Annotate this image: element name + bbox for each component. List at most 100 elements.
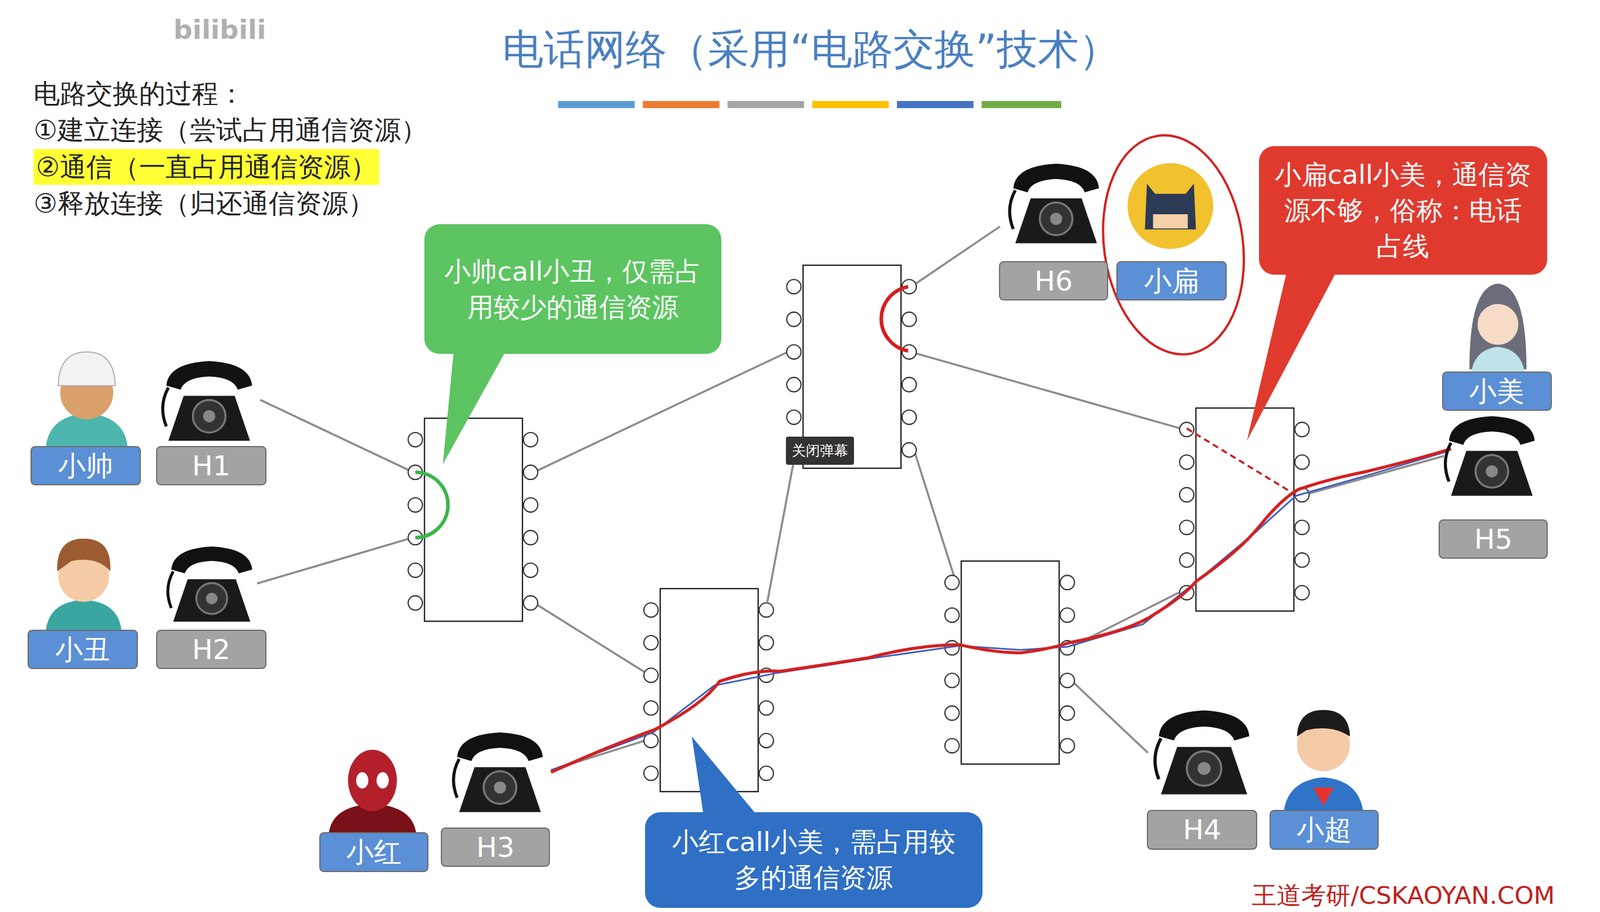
name-text: H1 (191, 447, 231, 485)
switch-port (1179, 520, 1194, 535)
switch-port (407, 563, 423, 578)
avatar-xiaochou (45, 538, 122, 631)
name-text: H3 (476, 828, 515, 866)
name-text: 小红 (346, 833, 402, 871)
phone-icon (167, 546, 253, 622)
wire (535, 603, 646, 673)
switch-port (786, 279, 801, 294)
name-text: 小扁 (1143, 262, 1200, 300)
switch-port (944, 673, 960, 688)
switch-port (1060, 738, 1075, 753)
switch-port (643, 700, 658, 715)
name-box: H1 (156, 446, 267, 486)
switch-port (1179, 454, 1194, 469)
callout-bubble: 小红call小美，需占用较多的通信资源 (645, 812, 983, 908)
phone-icon (162, 360, 252, 441)
name-box: H6 (998, 261, 1109, 301)
process-step: ②通信（一直占用通信资源） (33, 149, 380, 185)
avatar-body (45, 599, 122, 631)
blocked-circuit (1186, 428, 1295, 494)
avatar-body (1283, 777, 1364, 813)
page-title: 电话网络（采用“电路交换”技术） (502, 22, 1120, 78)
name-text: H2 (191, 630, 231, 668)
color-bar (727, 100, 805, 108)
avatar-eye (356, 772, 369, 789)
avatar-mask (1145, 183, 1197, 230)
red-circuit (880, 286, 908, 351)
red-highlight-path (551, 449, 1451, 773)
color-bar (642, 100, 720, 108)
color-bar (558, 100, 635, 108)
callout-text: 小帅call小丑，仅需占用较少的通信资源 (438, 253, 708, 326)
switch-port (643, 668, 658, 683)
switch-port (944, 738, 960, 753)
switch-port (1060, 706, 1075, 721)
callout-text: 小红call小美，需占用较多的通信资源 (659, 824, 969, 896)
switch-port (523, 465, 538, 480)
name-box: 小帅 (30, 446, 141, 486)
switch-port (1060, 673, 1075, 688)
switch-port (758, 733, 774, 748)
switch-port (1294, 422, 1309, 437)
avatar-emblem (1312, 787, 1334, 806)
wire (767, 454, 795, 602)
switch-port (1060, 575, 1075, 590)
green-circuit (415, 472, 449, 538)
switch-port (902, 442, 917, 457)
callout-bubble: 小帅call小丑，仅需占用较少的通信资源 (424, 224, 722, 354)
name-box: 小扁 (1116, 261, 1227, 301)
wire (1073, 682, 1149, 754)
wire (914, 450, 955, 577)
name-box: 小超 (1269, 809, 1379, 850)
avatar-hair (1297, 710, 1350, 737)
switch-port (902, 410, 917, 425)
switch-port (643, 765, 658, 781)
switch-port (902, 312, 917, 327)
wire (1308, 456, 1444, 494)
name-text: 小丑 (55, 630, 111, 668)
color-bar (812, 100, 889, 108)
name-text: 小美 (1469, 372, 1525, 410)
brand-watermark: 王道考研/CSKAOYAN.COM (1251, 879, 1555, 912)
switch-box (961, 561, 1060, 765)
phone-icon (1445, 416, 1535, 496)
switch-port (643, 602, 658, 617)
callout-tail (443, 346, 509, 465)
color-bar (896, 100, 974, 108)
name-text: H5 (1474, 520, 1513, 558)
switch-port (1060, 608, 1075, 623)
process-step: ③释放连接（归还通信资源） (33, 185, 375, 222)
switch-port (786, 312, 801, 327)
avatar-xiaoshuai (45, 352, 128, 448)
watermark: bilibili (173, 14, 267, 46)
switch-port (523, 530, 538, 545)
switch-port (902, 377, 917, 392)
process-heading: 电路交换的过程： (33, 75, 245, 112)
callout-bubble: 小扁call小美，通信资源不够，俗称：电话占线 (1258, 146, 1547, 275)
switch-port (758, 765, 774, 781)
avatar-body (1471, 346, 1525, 372)
color-bars (558, 100, 1062, 108)
switch-port (1179, 487, 1194, 502)
name-text: 小超 (1296, 811, 1352, 849)
switch-box (424, 418, 523, 622)
phone-icon (1009, 163, 1099, 244)
switch-port (758, 602, 774, 617)
switch-port (758, 700, 774, 715)
name-box: 小美 (1442, 371, 1553, 411)
name-box: H5 (1438, 519, 1548, 559)
switch-port (758, 635, 774, 650)
avatar-face (1153, 214, 1188, 229)
switch-port (1294, 585, 1309, 600)
switch-port (944, 608, 960, 623)
avatar-xiaobian (1127, 163, 1214, 249)
color-bar (981, 100, 1062, 108)
switch-port (407, 497, 423, 512)
switch-port (407, 595, 423, 610)
name-box: H2 (156, 629, 267, 670)
switch-port (407, 432, 423, 447)
avatar-cap (58, 352, 116, 386)
phone-icon (1155, 710, 1250, 795)
name-box: 小丑 (27, 629, 138, 670)
callout-text: 小扁call小美，通信资源不够，俗称：电话占线 (1273, 156, 1533, 265)
